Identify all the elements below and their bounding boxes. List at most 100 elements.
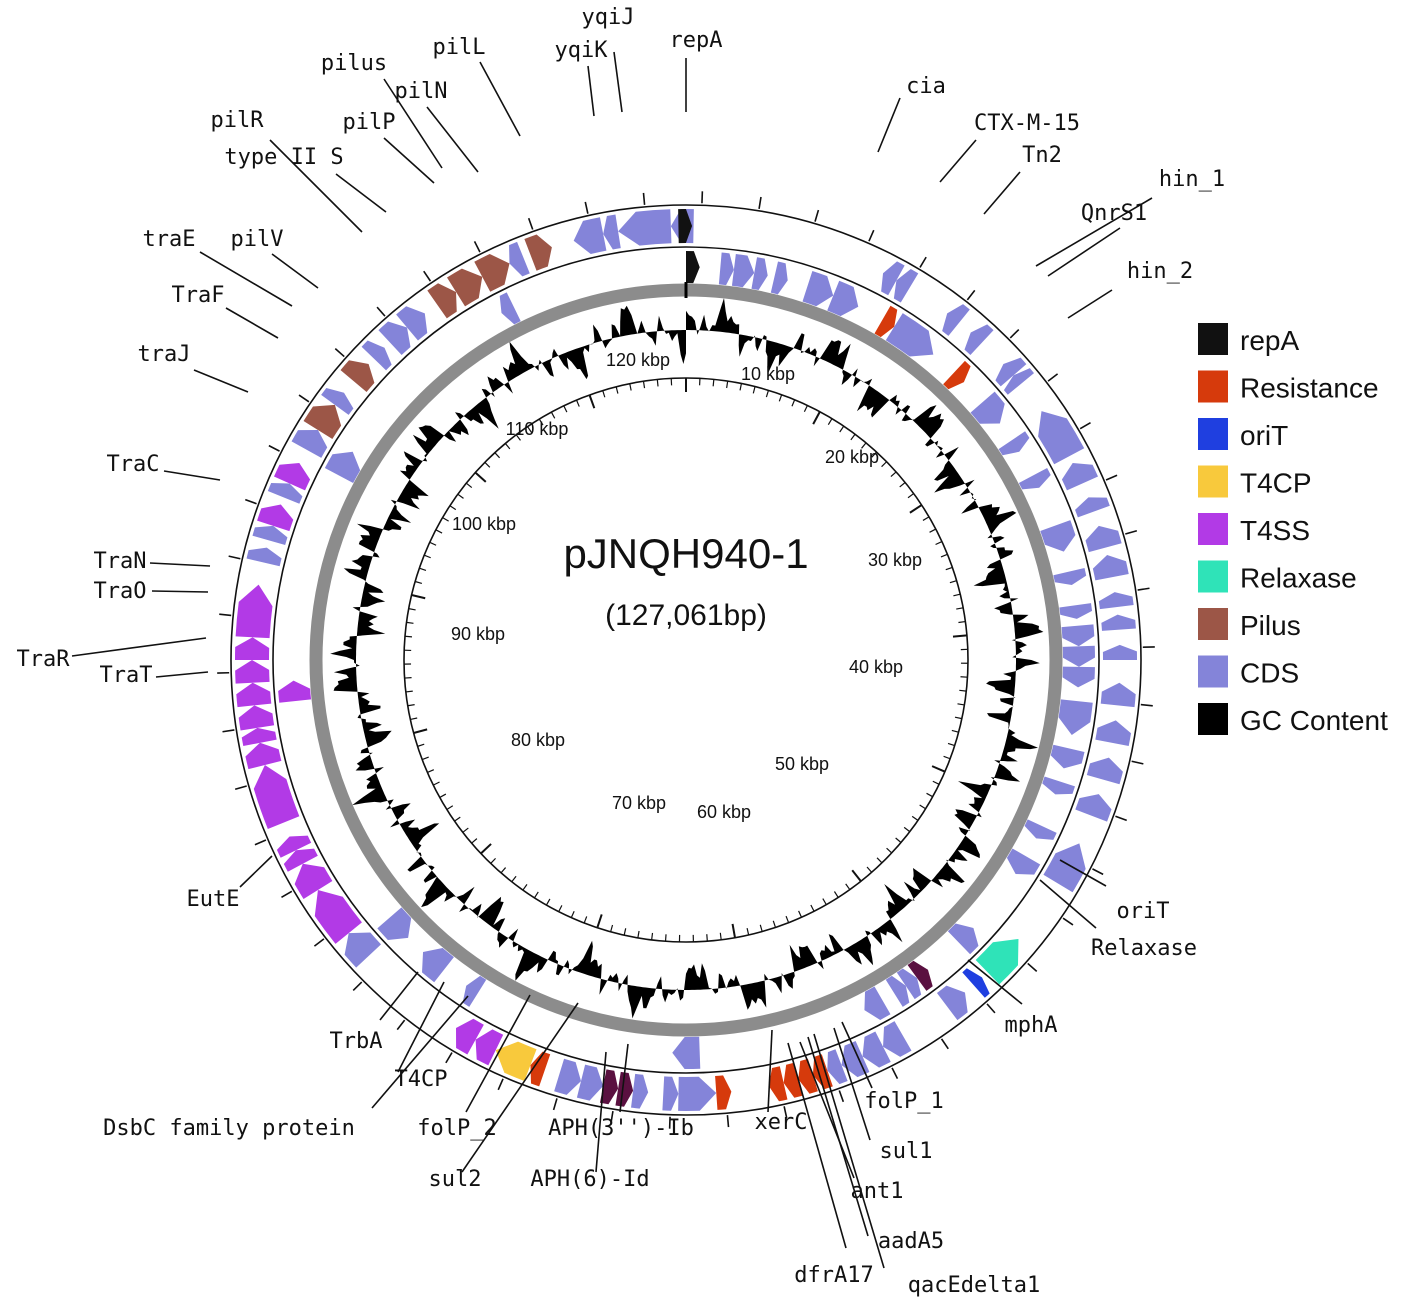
feature-arrow (864, 986, 891, 1020)
outer-tick (868, 229, 875, 242)
feature-arrow (783, 1062, 803, 1098)
inner-tick (637, 930, 640, 938)
feature-arrow (672, 1036, 701, 1069)
feature-arrow (1101, 614, 1136, 631)
plasmid-length: (127,061bp) (605, 599, 767, 632)
inner-tick (706, 934, 708, 942)
inner-tick (827, 418, 833, 426)
gene-label: dfrA17 (794, 1263, 873, 1288)
leader-line (225, 307, 279, 339)
gene-label: pilR (211, 108, 265, 133)
inner-tick (480, 843, 492, 855)
gene-label: yqiJ (582, 5, 635, 30)
kbp-label: 50 kbp (775, 754, 829, 774)
inner-tick (446, 805, 454, 810)
feature-arrow (1095, 720, 1132, 747)
outer-tick (1115, 815, 1127, 822)
feature-arrow (474, 253, 510, 292)
cds-divider-ring (272, 246, 1100, 1074)
feature-arrow (1018, 467, 1051, 490)
inner-tick (954, 716, 962, 720)
feature-arrow (883, 1021, 912, 1057)
feature-arrow (970, 391, 1005, 424)
inner-tick (558, 905, 563, 912)
inner-tick (890, 471, 897, 478)
gene-label: EutE (187, 887, 240, 912)
feature-arrow (462, 975, 487, 1007)
feature-arrow (273, 462, 311, 491)
feature-arrow (1043, 843, 1086, 893)
inner-tick (803, 405, 808, 413)
legend-swatch (1198, 560, 1228, 593)
inner-tick (876, 857, 883, 864)
feature-arrow (1062, 666, 1095, 688)
feature-arrow (907, 960, 933, 991)
leader-line (841, 1021, 873, 1089)
feature-arrow (238, 705, 275, 731)
feature-arrow (618, 209, 672, 246)
gene-label: oriT (1117, 899, 1170, 924)
inner-tick (664, 934, 667, 942)
feature-arrow (998, 431, 1030, 456)
leader-line (983, 171, 1021, 215)
outer-tick (473, 241, 481, 253)
inner-tick (596, 914, 603, 929)
inner-tick (752, 386, 756, 394)
gene-label: TraF (172, 283, 225, 308)
legend-swatch (1198, 513, 1228, 545)
inner-tick (785, 915, 790, 923)
inner-tick (410, 717, 418, 721)
leader-line (595, 1051, 607, 1173)
outer-tick (1009, 328, 1020, 339)
outer-tick (783, 1106, 788, 1119)
gene-label: TraR (17, 647, 71, 672)
gene-label: TraC (107, 452, 160, 477)
inner-tick (798, 910, 803, 918)
feature-arrow (768, 1066, 788, 1102)
feature-arrow (770, 261, 788, 295)
feature-arrow (964, 324, 994, 356)
feature-arrow (495, 1041, 537, 1082)
outer-tick (497, 1078, 504, 1091)
gene-label: CTX-M-15 (974, 111, 1080, 136)
feature-arrow (943, 360, 971, 390)
inner-tick (719, 932, 722, 940)
feature-arrow (1100, 682, 1136, 708)
gene-label: qacEdelta1 (908, 1273, 1040, 1298)
leader-line (1047, 227, 1121, 277)
inner-tick (778, 394, 783, 402)
leader-line (335, 173, 387, 213)
inner-tick (919, 804, 926, 810)
feature-arrow (340, 360, 375, 392)
outer-tick (423, 270, 432, 282)
feature-arrow (798, 1058, 818, 1094)
kbp-label: 60 kbp (697, 802, 751, 822)
outer-tick (552, 1098, 558, 1111)
backbone-ring (309, 283, 1063, 1037)
inner-tick (538, 418, 544, 426)
inner-tick (895, 837, 902, 843)
inner-tick (500, 867, 507, 874)
outer-tick (584, 201, 589, 214)
feature-arrow (1050, 744, 1085, 769)
feature-arrow (291, 430, 328, 458)
feature-arrow (686, 251, 700, 284)
feature-arrow (862, 1031, 891, 1068)
outer-tick (1125, 529, 1138, 535)
outer-tick (1079, 421, 1091, 430)
feature-arrow (874, 305, 898, 338)
legend-label: repA (1240, 325, 1299, 356)
gene-label: type II S (224, 145, 343, 170)
inner-tick (623, 928, 627, 936)
inner-tick (822, 898, 827, 905)
inner-tick (772, 920, 777, 928)
inner-tick (449, 505, 457, 511)
gene-label: xerC (755, 1110, 808, 1135)
inner-tick (765, 390, 770, 398)
inner-tick (932, 780, 940, 785)
inner-tick (404, 635, 413, 638)
feature-arrow (1092, 555, 1129, 581)
inner-tick (407, 704, 415, 707)
inner-tick (940, 553, 948, 558)
kbp-label: 110 kbp (506, 419, 569, 439)
